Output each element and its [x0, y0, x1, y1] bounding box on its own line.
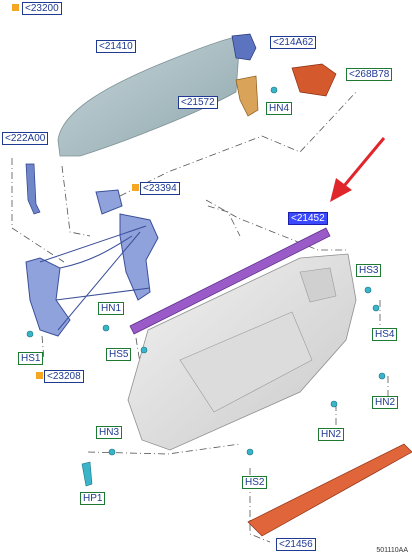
- callout-HN2-right[interactable]: HN2: [372, 396, 399, 409]
- mirror-bracket: [231, 33, 257, 61]
- callout-HN2-lower[interactable]: HN2: [318, 428, 345, 441]
- rear-latch-part: [291, 63, 337, 97]
- callout-268B78[interactable]: <268B78: [346, 68, 393, 81]
- callout-HN4[interactable]: HN4: [266, 102, 293, 115]
- orange-marker-23200: [12, 4, 19, 11]
- callout-HS3[interactable]: HS3: [356, 264, 382, 277]
- callout-HS2[interactable]: HS2: [242, 476, 268, 489]
- callout-HN1[interactable]: HN1: [98, 302, 125, 315]
- window-regulator: [25, 189, 159, 337]
- callout-222A00[interactable]: <222A00: [2, 132, 49, 145]
- callout-23208[interactable]: <23208: [44, 370, 84, 383]
- belt-weatherstrip: [129, 227, 331, 335]
- lower-door-seal: [247, 443, 412, 537]
- callout-HS1[interactable]: HS1: [18, 352, 44, 365]
- window-channel-bracket: [25, 163, 41, 215]
- callout-23394[interactable]: <23394: [140, 182, 180, 195]
- callout-HN3[interactable]: HN3: [96, 426, 123, 439]
- drawing-id: 501110AA: [376, 547, 408, 554]
- callout-214A62[interactable]: <214A62: [270, 36, 317, 49]
- callout-HS4[interactable]: HS4: [372, 328, 398, 341]
- callout-HP1[interactable]: HP1: [80, 492, 106, 505]
- fasteners: [26, 86, 386, 487]
- callout-HS5[interactable]: HS5: [106, 348, 132, 361]
- callout-21452[interactable]: <21452: [288, 212, 328, 225]
- callout-23200[interactable]: <23200: [22, 2, 62, 15]
- callout-21456[interactable]: <21456: [276, 538, 316, 551]
- window-glass: [57, 35, 241, 157]
- callout-21572[interactable]: <21572: [178, 96, 218, 109]
- attention-arrow: [330, 137, 386, 202]
- orange-marker-23394: [132, 184, 139, 191]
- callout-21410[interactable]: <21410: [96, 40, 136, 53]
- orange-marker-23208: [36, 372, 43, 379]
- door-check-strap: [235, 75, 259, 117]
